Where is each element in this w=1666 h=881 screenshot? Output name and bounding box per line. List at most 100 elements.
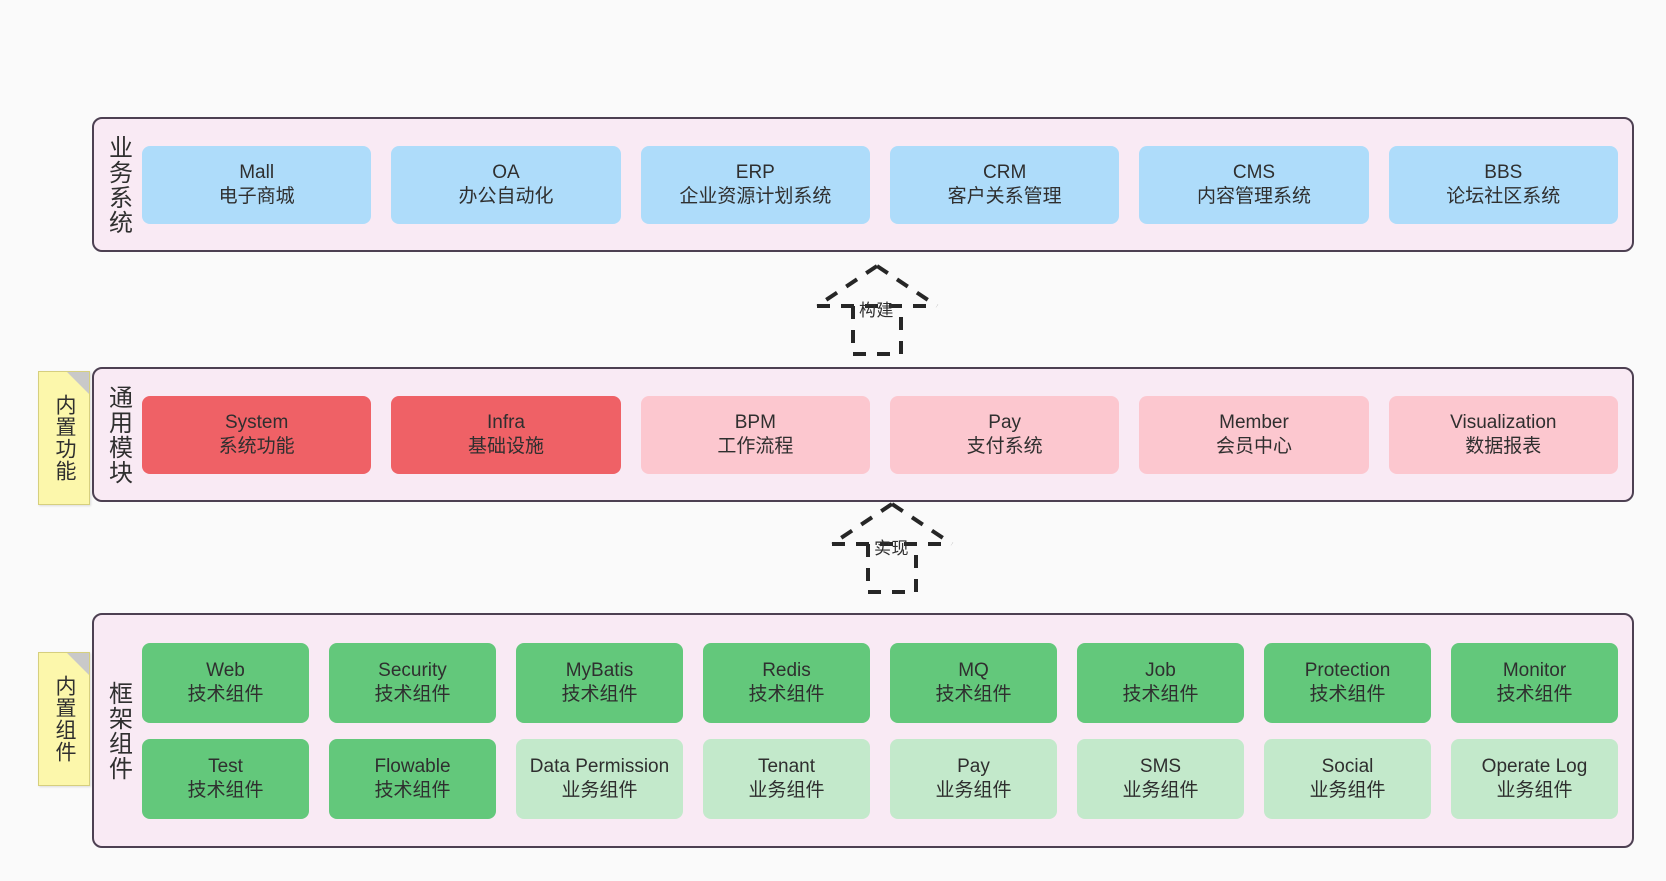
node-monitor-cn: 技术组件	[1496, 683, 1573, 705]
node-test-en: Test	[208, 756, 243, 778]
node-pay-module[interactable]: Pay 支付系统	[889, 395, 1120, 474]
node-crm-cn: 客户关系管理	[947, 185, 1062, 207]
connector-build-triangle-left	[815, 264, 879, 308]
node-job[interactable]: Job 技术组件	[1077, 642, 1244, 723]
node-mall[interactable]: Mall 电子商城	[142, 145, 372, 224]
node-erp[interactable]: ERP 企业资源计划系统	[640, 145, 870, 224]
node-crm-en: CRM	[983, 162, 1027, 184]
node-crm[interactable]: CRM 客户关系管理	[889, 145, 1120, 224]
node-mybatis[interactable]: MyBatis 技术组件	[516, 642, 683, 723]
node-cms-cn: 内容管理系统	[1196, 185, 1311, 207]
node-protection[interactable]: Protection 技术组件	[1264, 642, 1431, 723]
node-operate-log-cn: 业务组件	[1496, 779, 1573, 801]
connector-implement-label: 实现	[874, 539, 909, 558]
node-redis-cn: 技术组件	[748, 683, 825, 705]
node-tenant-cn: 业务组件	[748, 779, 825, 801]
node-member-en: Member	[1219, 412, 1289, 434]
connector-build-triangle-right	[875, 264, 939, 308]
node-data-permission[interactable]: Data Permission 业务组件	[516, 738, 683, 819]
framework-node-row-biz: Test 技术组件 Flowable 技术组件 Data Permission …	[142, 738, 1618, 819]
layer-framework-components-title: 框架组件	[104, 680, 132, 781]
connector-implement: 实现	[812, 500, 972, 596]
connector-build-label: 构建	[859, 301, 894, 320]
node-sms[interactable]: SMS 业务组件	[1077, 738, 1244, 819]
layer-business-system[interactable]: 业务系统 Mall 电子商城 OA 办公自动化 ERP 企业资源计划系统 CRM…	[92, 117, 1634, 252]
node-monitor-en: Monitor	[1502, 660, 1567, 682]
node-erp-cn: 企业资源计划系统	[679, 185, 832, 207]
business-node-row: Mall 电子商城 OA 办公自动化 ERP 企业资源计划系统 CRM 客户关系…	[142, 145, 1618, 224]
node-test-cn: 技术组件	[187, 779, 264, 801]
node-pay-component-cn: 业务组件	[935, 779, 1012, 801]
node-test[interactable]: Test 技术组件	[142, 738, 309, 819]
node-visualization-cn: 数据报表	[1465, 435, 1542, 457]
node-system-en: System	[224, 412, 289, 434]
node-visualization[interactable]: Visualization 数据报表	[1388, 395, 1618, 474]
node-social[interactable]: Social 业务组件	[1264, 738, 1431, 819]
layer-framework-components[interactable]: 框架组件 Web 技术组件 Security 技术组件 MyBatis 技术组件…	[92, 613, 1634, 848]
node-member[interactable]: Member 会员中心	[1139, 395, 1369, 474]
node-mall-cn: 电子商城	[218, 185, 295, 207]
node-cms[interactable]: CMS 内容管理系统	[1139, 145, 1369, 224]
note-builtin-components: 内置组件	[38, 652, 90, 786]
node-pay-component-en: Pay	[957, 756, 990, 778]
layer-business-system-title: 业务系统	[104, 134, 132, 235]
node-system-cn: 系统功能	[218, 435, 295, 457]
node-flowable-cn: 技术组件	[374, 779, 451, 801]
node-job-en: Job	[1145, 660, 1176, 682]
layer-common-modules-body: System 系统功能 Infra 基础设施 BPM 工作流程 Pay 支付系统…	[140, 369, 1632, 500]
node-monitor[interactable]: Monitor 技术组件	[1451, 642, 1618, 723]
node-bpm[interactable]: BPM 工作流程	[640, 395, 870, 474]
node-web-en: Web	[206, 660, 245, 682]
node-security[interactable]: Security 技术组件	[329, 642, 496, 723]
node-social-cn: 业务组件	[1309, 779, 1386, 801]
framework-node-row-tech: Web 技术组件 Security 技术组件 MyBatis 技术组件 Redi…	[142, 642, 1618, 723]
node-bbs[interactable]: BBS 论坛社区系统	[1388, 145, 1618, 224]
node-sms-cn: 业务组件	[1122, 779, 1199, 801]
node-tenant-en: Tenant	[757, 756, 816, 778]
node-flowable-en: Flowable	[374, 756, 451, 778]
node-mq-en: MQ	[958, 660, 989, 682]
connector-build: 构建	[797, 262, 957, 358]
node-flowable[interactable]: Flowable 技术组件	[329, 738, 496, 819]
note-builtin-functions-label: 内置功能	[52, 394, 76, 482]
node-bpm-cn: 工作流程	[717, 435, 794, 457]
node-operate-log-en: Operate Log	[1481, 756, 1588, 778]
layer-framework-components-body: Web 技术组件 Security 技术组件 MyBatis 技术组件 Redi…	[140, 615, 1632, 846]
node-system[interactable]: System 系统功能	[142, 395, 372, 474]
node-bbs-en: BBS	[1484, 162, 1523, 184]
node-pay-component[interactable]: Pay 业务组件	[890, 738, 1057, 819]
node-member-cn: 会员中心	[1215, 435, 1292, 457]
node-mybatis-cn: 技术组件	[561, 683, 638, 705]
node-bbs-cn: 论坛社区系统	[1446, 185, 1561, 207]
node-web-cn: 技术组件	[187, 683, 264, 705]
node-tenant[interactable]: Tenant 业务组件	[703, 738, 870, 819]
connector-implement-triangle-left	[830, 502, 894, 546]
node-pay-module-cn: 支付系统	[966, 435, 1043, 457]
node-job-cn: 技术组件	[1122, 683, 1199, 705]
node-protection-cn: 技术组件	[1309, 683, 1386, 705]
note-builtin-functions: 内置功能	[38, 371, 90, 505]
node-protection-en: Protection	[1304, 660, 1391, 682]
module-node-row: System 系统功能 Infra 基础设施 BPM 工作流程 Pay 支付系统…	[142, 395, 1618, 474]
node-data-permission-en: Data Permission	[529, 756, 670, 778]
node-infra-cn: 基础设施	[467, 435, 544, 457]
node-sms-en: SMS	[1139, 756, 1182, 778]
node-data-permission-cn: 业务组件	[561, 779, 638, 801]
connector-build-stem	[851, 306, 903, 356]
layer-common-modules[interactable]: 通用模块 System 系统功能 Infra 基础设施 BPM 工作流程 Pay…	[92, 367, 1634, 502]
node-web[interactable]: Web 技术组件	[142, 642, 309, 723]
layer-business-system-body: Mall 电子商城 OA 办公自动化 ERP 企业资源计划系统 CRM 客户关系…	[140, 119, 1632, 250]
node-infra[interactable]: Infra 基础设施	[391, 395, 621, 474]
node-bpm-en: BPM	[734, 412, 776, 434]
node-redis[interactable]: Redis 技术组件	[703, 642, 870, 723]
node-infra-en: Infra	[486, 412, 525, 434]
connector-implement-triangle-right	[890, 502, 954, 546]
node-mq-cn: 技术组件	[935, 683, 1012, 705]
connector-implement-stem	[866, 544, 918, 594]
node-operate-log[interactable]: Operate Log 业务组件	[1451, 738, 1618, 819]
node-erp-en: ERP	[735, 162, 775, 184]
node-mall-en: Mall	[239, 162, 275, 184]
node-mq[interactable]: MQ 技术组件	[890, 642, 1057, 723]
node-oa[interactable]: OA 办公自动化	[391, 145, 621, 224]
node-oa-cn: 办公自动化	[458, 185, 554, 207]
